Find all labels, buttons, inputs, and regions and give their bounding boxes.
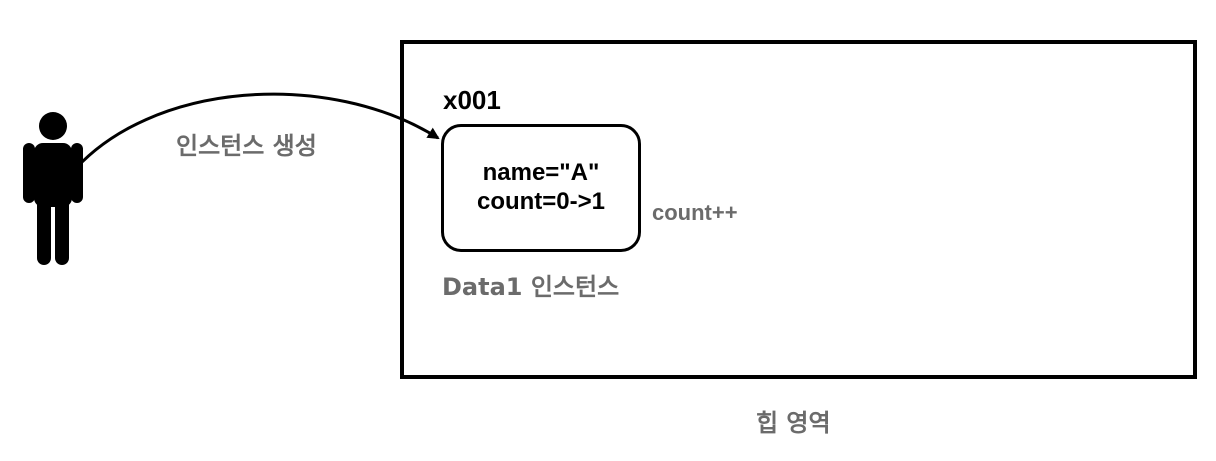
- create-instance-label: 인스턴스 생성: [176, 132, 317, 160]
- instance-field-count: count=0->1: [476, 188, 606, 215]
- person-icon: [23, 112, 83, 265]
- instance-caption: Data1 인스턴스: [442, 273, 620, 301]
- heap-area-box: [400, 40, 1197, 379]
- instance-field-name: name="A": [482, 159, 600, 187]
- count-increment-label: count++: [652, 200, 738, 225]
- instance-address-label: x001: [443, 85, 501, 115]
- create-instance-arrow: [68, 92, 440, 176]
- heap-area-caption: 힙 영역: [756, 409, 831, 437]
- data1-instance-box: name="A" count=0->1: [441, 124, 641, 252]
